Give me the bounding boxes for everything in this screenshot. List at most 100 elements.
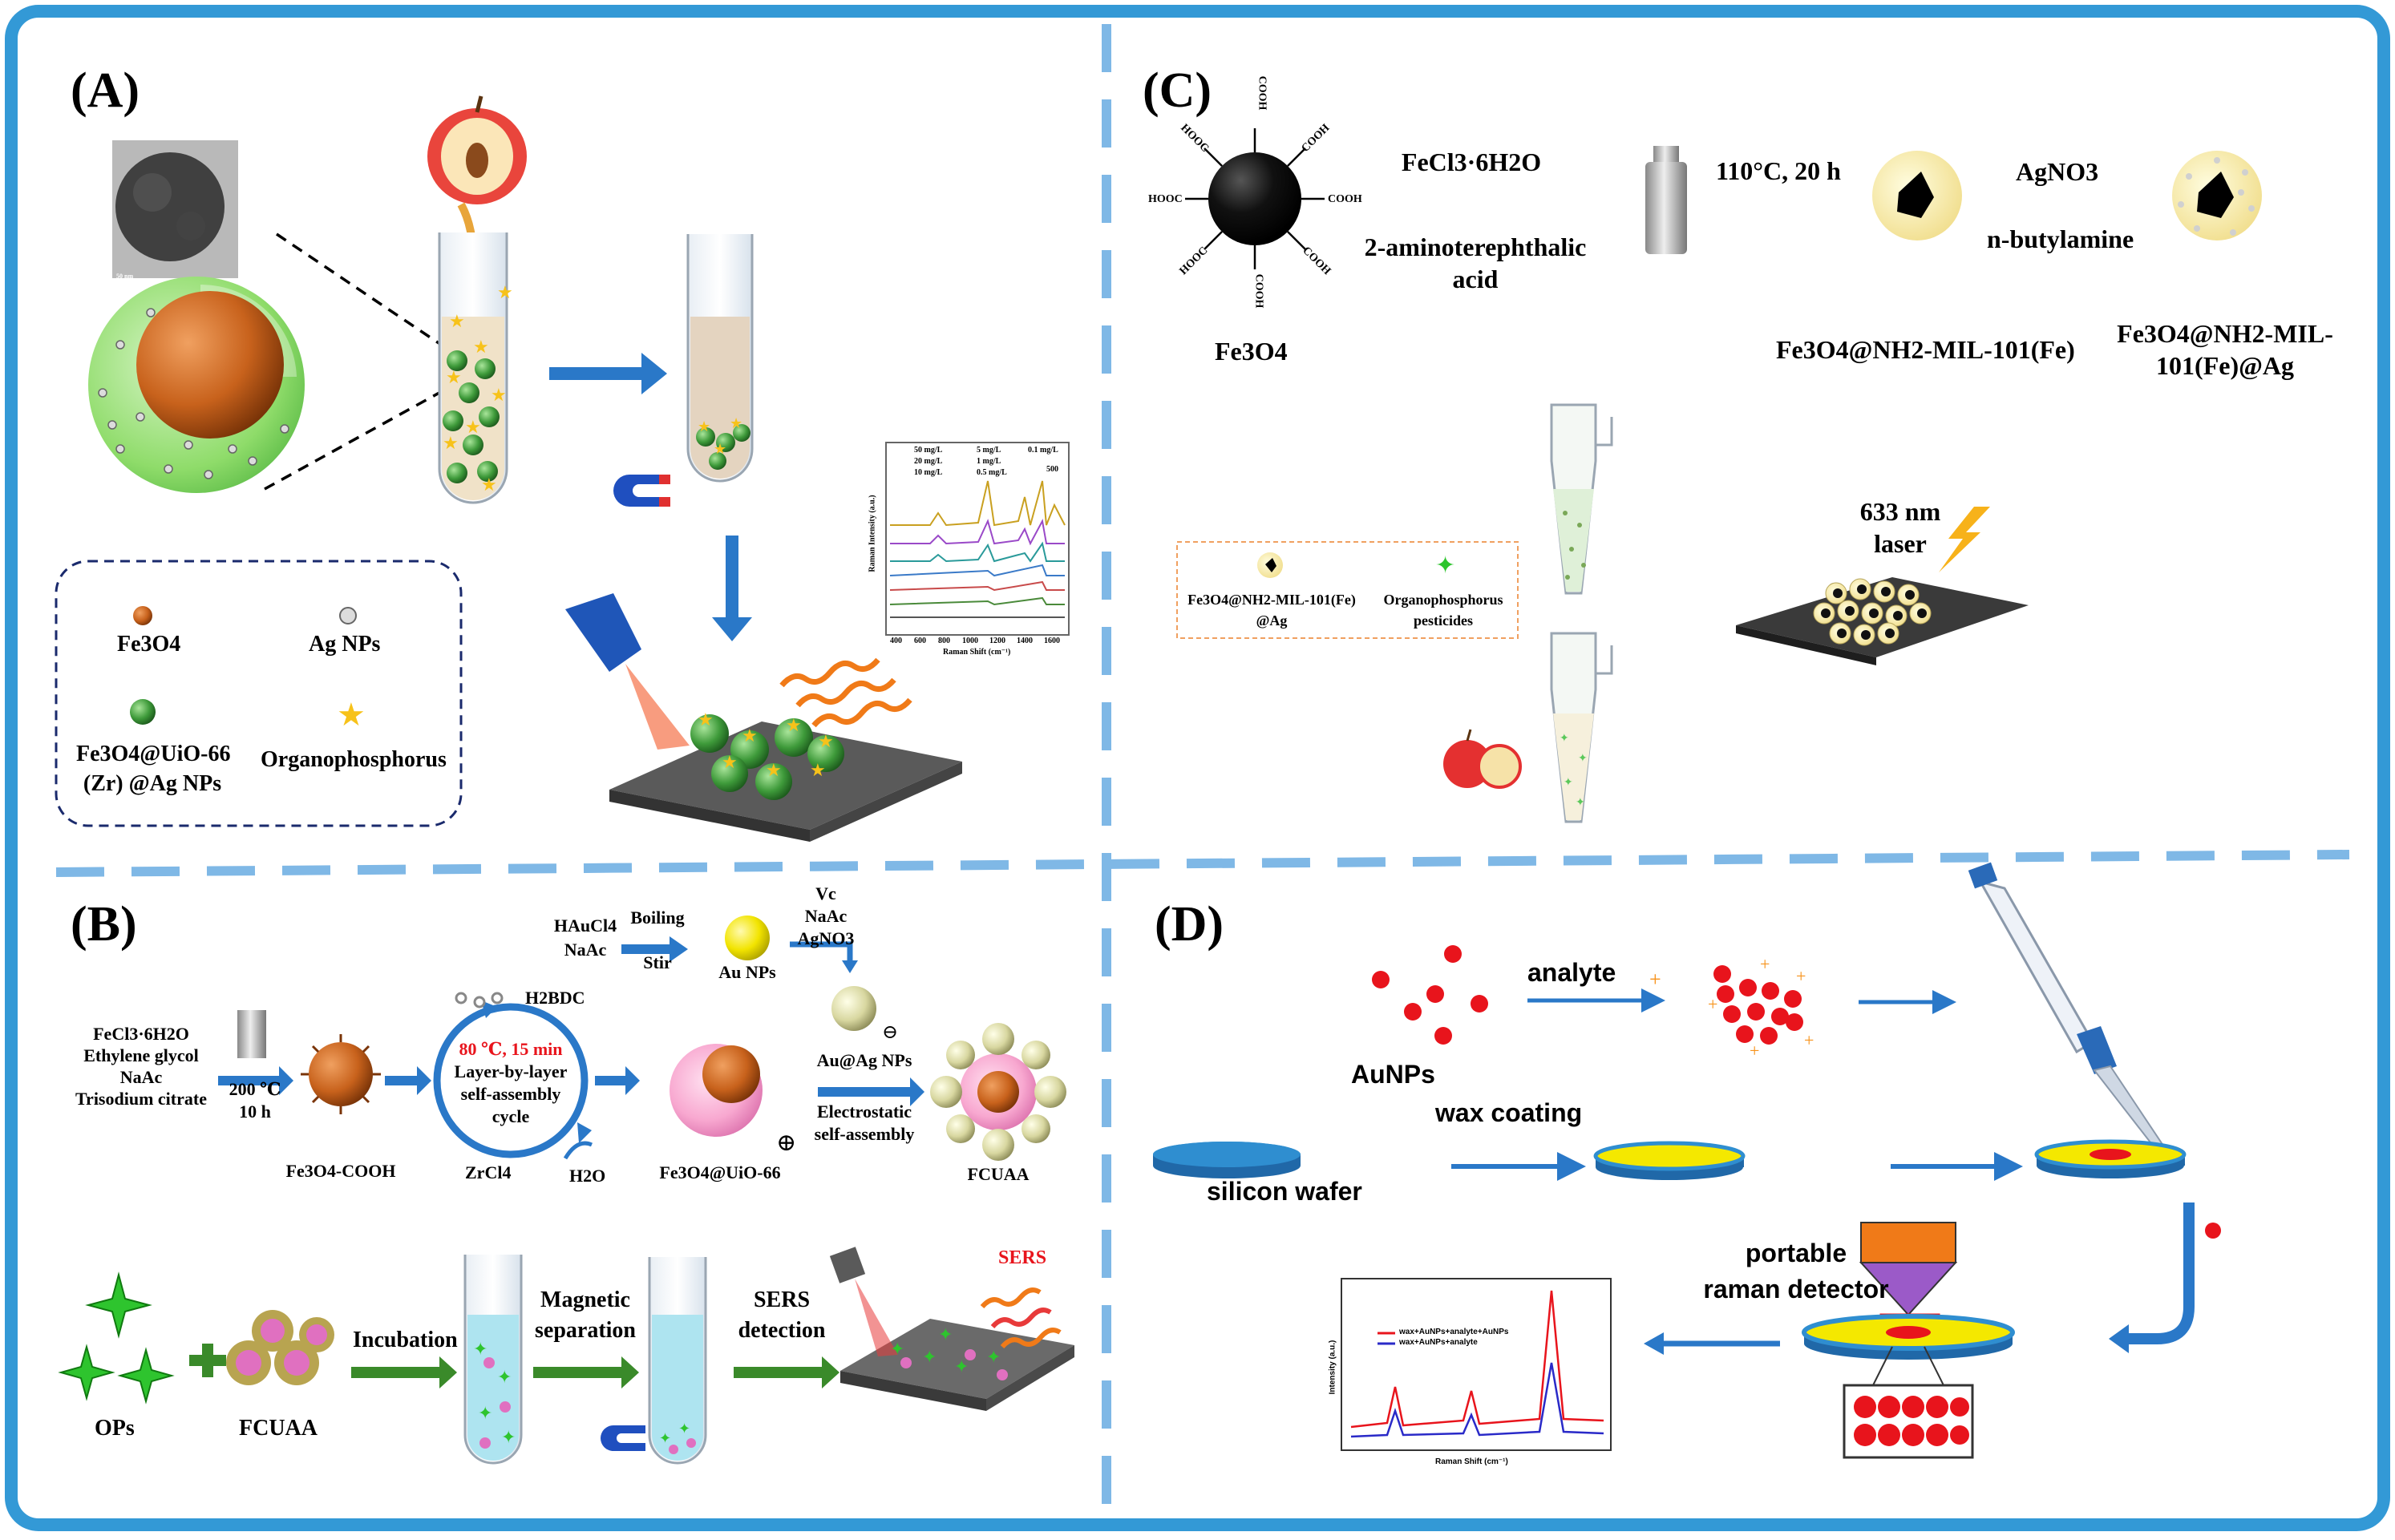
b-naac: NaAc — [804, 906, 848, 926]
laser-bolt-icon — [1939, 507, 1990, 572]
magnet-icon — [613, 475, 670, 507]
ops-stars — [58, 1271, 175, 1405]
b-start-1: FeCl3·6H2O — [93, 1024, 189, 1044]
legend-box-c — [1176, 541, 1519, 639]
spectrum-legend-1: 5 mg/L — [977, 446, 1001, 455]
d-xlabel: Raman Shift (cm⁻¹) — [1435, 1457, 1508, 1466]
svg-text:★: ★ — [786, 715, 802, 735]
b-time: 10 h — [239, 1101, 271, 1122]
svg-text:✦: ✦ — [659, 1430, 671, 1446]
spectrum-scale: 500 — [1046, 465, 1058, 474]
b-start-2: Ethylene glycol — [83, 1045, 199, 1065]
svg-text:⊕: ⊕ — [776, 1130, 796, 1156]
spectrum-legend-5: 10 mg/L — [914, 468, 943, 477]
b-incubation: Incubation — [353, 1328, 458, 1352]
svg-text:✦: ✦ — [1560, 733, 1569, 745]
spectrum-tick-1: 600 — [914, 637, 926, 645]
svg-text:★: ★ — [449, 311, 465, 331]
magnet-icon-b — [601, 1425, 645, 1451]
spectrum-legend-0: 50 mg/L — [914, 446, 943, 455]
svg-text:✦: ✦ — [473, 1339, 487, 1359]
autoclave-icon — [237, 1010, 266, 1058]
particles-on-substrate — [1813, 578, 1932, 646]
svg-text:★: ★ — [497, 282, 513, 302]
aunps-analyte-cluster — [1713, 965, 1803, 1045]
legend-composite-line1: Fe3O4@UiO-66 — [76, 742, 231, 766]
tem-scale-label: 50 nm — [116, 273, 134, 280]
legend-composite-icon — [130, 699, 156, 725]
legend-organophosphorus: Organophosphorus — [261, 747, 447, 772]
spectrum-tick-0: 400 — [890, 637, 902, 645]
b-magnetic-2: separation — [535, 1318, 636, 1343]
b-fe3o4-cooh: Fe3O4-COOH — [285, 1161, 396, 1181]
d-silicon-wafer: silicon wafer — [1207, 1177, 1362, 1206]
spectrum-d — [1341, 1278, 1612, 1451]
d-portable-1: portable — [1745, 1239, 1847, 1267]
b-cycle-condition: 80 ℃, 15 min — [459, 1039, 563, 1059]
b-cycle-line3: cycle — [492, 1106, 530, 1126]
c-mof: Fe3O4@NH2-MIL-101(Fe) — [1776, 335, 2075, 364]
svg-text:✦: ✦ — [1578, 753, 1588, 765]
laser-head-b — [829, 1247, 866, 1283]
svg-text:★: ★ — [446, 367, 462, 387]
svg-text:★: ★ — [698, 709, 714, 730]
svg-text:✦: ✦ — [890, 1339, 904, 1359]
svg-text:✦: ✦ — [1435, 552, 1455, 579]
cycle-ring — [433, 1003, 589, 1158]
svg-text:✦: ✦ — [478, 1403, 492, 1423]
spectrum-tick-6: 1600 — [1044, 637, 1060, 645]
svg-text:★: ★ — [698, 418, 710, 435]
svg-text:★: ★ — [722, 752, 738, 772]
c-cooh-bottom: COOH — [1252, 273, 1265, 309]
svg-text:✦: ✦ — [678, 1421, 690, 1437]
b-fcuaa: FCUAA — [967, 1164, 1030, 1184]
c-hooc-left: HOOC — [1148, 193, 1183, 205]
spectrum-a — [885, 442, 1070, 636]
b-magnetic-1: Magnetic — [540, 1287, 630, 1312]
b-start-4: Trisodium citrate — [75, 1089, 207, 1109]
panel-b-label: (B) — [71, 897, 137, 952]
panel-d: + +++++ — [1153, 862, 2221, 1459]
d-ylabel: Intensity (a.u.) — [1328, 1340, 1337, 1395]
autoclave-c — [1645, 162, 1687, 254]
c-acid-2: acid — [1452, 265, 1499, 293]
organophosphorus-stars: ★★★★ ★★★★ — [443, 282, 513, 495]
b-fe3o4-uio: Fe3O4@UiO-66 — [659, 1162, 781, 1182]
legend-fe3o4-icon — [133, 606, 152, 625]
b-sers-1: SERS — [753, 1287, 811, 1312]
svg-text:★: ★ — [714, 441, 726, 457]
laser-head — [565, 593, 641, 672]
horizontal-divider — [55, 850, 2350, 877]
c-butylamine: n-butylamine — [1987, 224, 2134, 253]
svg-text:✦: ✦ — [986, 1347, 1001, 1367]
figure-frame — [5, 5, 2390, 1531]
c-legend-1b: @Ag — [1256, 612, 1288, 629]
spectrum-legend-6: 0.5 mg/L — [977, 468, 1007, 477]
arrow-a-right — [549, 353, 667, 394]
d-aunps: AuNPs — [1351, 1060, 1435, 1089]
wax-coated-wafer — [1593, 1141, 1746, 1171]
legend-ag-icon — [339, 607, 357, 624]
plus-icon — [189, 1344, 226, 1377]
b-naac-top: NaAc — [564, 940, 607, 960]
svg-text:✦: ✦ — [497, 1367, 512, 1387]
svg-text:★: ★ — [742, 726, 758, 746]
c-agno3: AgNO3 — [2016, 157, 2099, 186]
c-laser-2: laser — [1874, 529, 1927, 558]
fcuaa-cluster — [226, 1310, 334, 1385]
legend-star-icon: ★ — [337, 697, 366, 733]
b-electro-1: Electrostatic — [816, 1101, 912, 1122]
b-zrcl4: ZrCl4 — [465, 1162, 512, 1182]
svg-text:⊖: ⊖ — [882, 1022, 898, 1043]
legend-fe3o4: Fe3O4 — [117, 632, 181, 657]
svg-text:+: + — [1708, 994, 1717, 1014]
spectrum-xlabel: Raman Shift (cm⁻¹) — [943, 648, 1011, 657]
svg-text:★: ★ — [473, 337, 489, 357]
svg-text:+: + — [1804, 1030, 1814, 1050]
b-cycle-line1: Layer-by-layer — [454, 1061, 568, 1081]
svg-text:★: ★ — [810, 760, 826, 780]
svg-text:✦: ✦ — [1564, 777, 1573, 789]
c-legend-2b: pesticides — [1414, 612, 1473, 629]
